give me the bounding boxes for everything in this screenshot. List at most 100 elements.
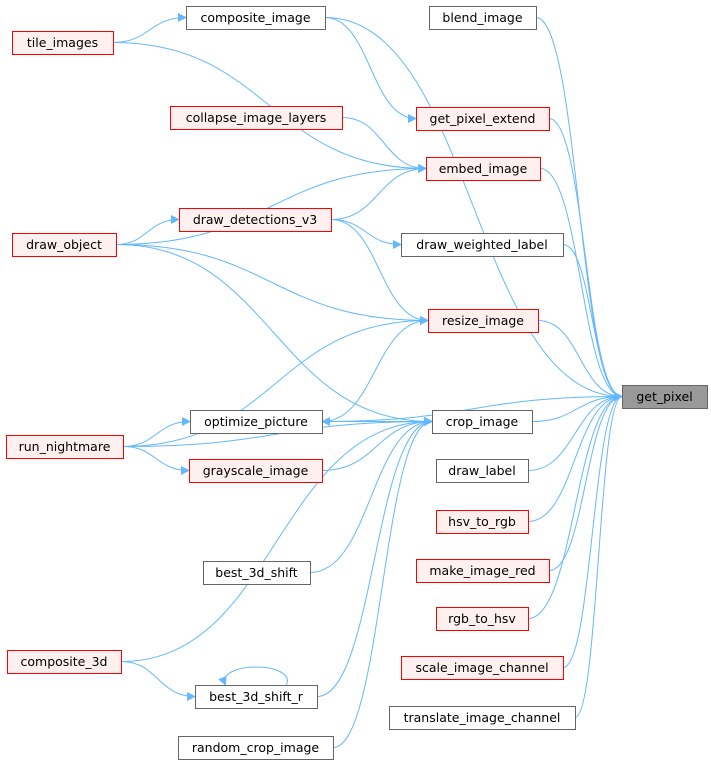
node-label: collapse_image_layers [186, 110, 327, 125]
node-box [12, 233, 117, 257]
node-scale-image-channel[interactable]: scale_image_channel [401, 656, 564, 680]
node-label: best_3d_shift [215, 565, 298, 580]
node-box [178, 736, 334, 760]
node-get-pixel-extend[interactable]: get_pixel_extend [416, 107, 550, 131]
node-label: hsv_to_rgb [448, 514, 516, 529]
node-label: get_pixel [636, 389, 692, 404]
node-make-image-red[interactable]: make_image_red [416, 559, 550, 583]
node-box [426, 157, 541, 181]
node-box [195, 685, 318, 709]
edge-run_nightmare-to-optimize_picture [122, 417, 191, 447]
node-box [622, 385, 708, 409]
edge-best_3d_shift-to-crop_image [309, 417, 433, 573]
node-composite-3d[interactable]: composite_3d [7, 650, 122, 674]
node-box [428, 309, 539, 333]
node-tile-images[interactable]: tile_images [12, 31, 114, 55]
edge-collapse_image_layers-to-embed_image [341, 117, 427, 173]
node-label: scale_image_channel [415, 660, 548, 675]
node-box [203, 561, 311, 585]
nodes: composite_image blend_image tile_imagescol… [6, 6, 708, 760]
node-label: draw_object [26, 237, 102, 252]
node-box [401, 656, 564, 680]
edge-draw_object-to-resize_image [115, 244, 429, 325]
edge-scale_image_channel-to-get_pixel [562, 392, 623, 668]
node-collapse-image-layers[interactable]: collapse_image_layers [170, 106, 343, 130]
node-label: get_pixel_extend [430, 111, 536, 126]
node-rgb-to-hsv[interactable]: rgb_to_hsv [436, 607, 529, 631]
edge-optimize_picture-to-resize_image [321, 316, 429, 422]
edge-composite_3d-to-best_3d_shift_r [120, 661, 196, 701]
edge-draw_object-to-draw_detections_v3 [115, 215, 180, 245]
edge-random_crop_image-to-crop_image [332, 417, 433, 748]
node-label: composite_3d [21, 654, 108, 669]
node-box [416, 107, 550, 131]
edge-best_3d_shift_r-to-best_3d_shift_r [218, 666, 288, 686]
node-label: blend_image [442, 10, 522, 25]
node-best-3d-shift[interactable]: best_3d_shift [203, 561, 311, 585]
edge-translate_image_channel-to-get_pixel [574, 392, 623, 718]
node-label: resize_image [442, 313, 524, 328]
node-translate-image-channel[interactable]: translate_image_channel [389, 706, 576, 730]
edge-composite_image-to-get_pixel_extend [324, 17, 417, 123]
node-optimize-picture[interactable]: optimize_picture [190, 410, 323, 434]
node-random-crop-image[interactable]: random_crop_image [178, 736, 334, 760]
node-embed-image[interactable]: embed_image [426, 157, 541, 181]
edge-draw_detections_v3-to-draw_weighted_label [330, 219, 402, 249]
node-composite-image[interactable]: composite_image [186, 6, 326, 30]
node-grayscale-image[interactable]: grayscale_image [189, 459, 323, 483]
edge-composite_3d-to-crop_image [120, 417, 433, 662]
edge-run_nightmare-to-resize_image [122, 316, 429, 447]
node-draw-detections-v3[interactable]: draw_detections_v3 [179, 208, 332, 232]
edge-run_nightmare-to-grayscale_image [122, 446, 190, 475]
edge-rgb_to_hsv-to-get_pixel [527, 392, 623, 619]
node-resize-image[interactable]: resize_image [428, 309, 539, 333]
node-box [429, 6, 537, 30]
edge-optimize_picture-to-get_pixel [321, 392, 623, 422]
node-best-3d-shift-r[interactable]: best_3d_shift_r [195, 685, 318, 709]
edge-composite_image-to-get_pixel [324, 17, 623, 401]
node-label: optimize_picture [204, 414, 308, 429]
node-box [179, 208, 332, 232]
node-box [432, 410, 533, 434]
node-box [170, 106, 343, 130]
edge-draw_detections_v3-to-embed_image [330, 164, 427, 220]
node-box [190, 410, 323, 434]
edge-make_image_red-to-get_pixel [548, 392, 623, 571]
node-box [416, 559, 550, 583]
node-box [189, 459, 323, 483]
node-label: crop_image [446, 414, 519, 429]
node-label: draw_weighted_label [416, 237, 547, 252]
edge-draw_detections_v3-to-resize_image [330, 219, 429, 325]
node-label: make_image_red [429, 563, 535, 578]
edge-tile_images-to-embed_image [112, 42, 427, 173]
node-box [436, 510, 529, 534]
node-box [436, 607, 529, 631]
node-blend-image[interactable]: blend_image [429, 6, 537, 30]
edge-best_3d_shift_r-to-crop_image [316, 417, 433, 697]
node-label: rgb_to_hsv [448, 611, 516, 626]
node-label: embed_image [439, 161, 528, 176]
node-draw-object[interactable]: draw_object [12, 233, 117, 257]
node-label: random_crop_image [192, 740, 320, 755]
edge-grayscale_image-to-crop_image [321, 417, 433, 471]
edge-draw_object-to-crop_image [115, 244, 433, 426]
node-label: run_nightmare [19, 439, 111, 454]
node-draw-label[interactable]: draw_label [436, 459, 529, 483]
node-run-nightmare[interactable]: run_nightmare [6, 435, 124, 459]
node-box [6, 435, 124, 459]
node-draw-weighted-label[interactable]: draw_weighted_label [401, 233, 564, 257]
node-label: grayscale_image [203, 463, 309, 478]
edge-hsv_to_rgb-to-get_pixel [527, 392, 623, 522]
node-box [389, 706, 576, 730]
node-box [12, 31, 114, 55]
node-box [186, 6, 326, 30]
edge-draw_object-to-embed_image [115, 164, 427, 245]
edge-draw_weighted_label-to-get_pixel [562, 244, 623, 401]
node-crop-image[interactable]: crop_image [432, 410, 533, 434]
node-box [436, 459, 529, 483]
node-get-pixel[interactable]: get_pixel [622, 385, 708, 409]
node-label: composite_image [200, 10, 310, 25]
node-hsv-to-rgb[interactable]: hsv_to_rgb [436, 510, 529, 534]
node-label: tile_images [27, 35, 98, 50]
